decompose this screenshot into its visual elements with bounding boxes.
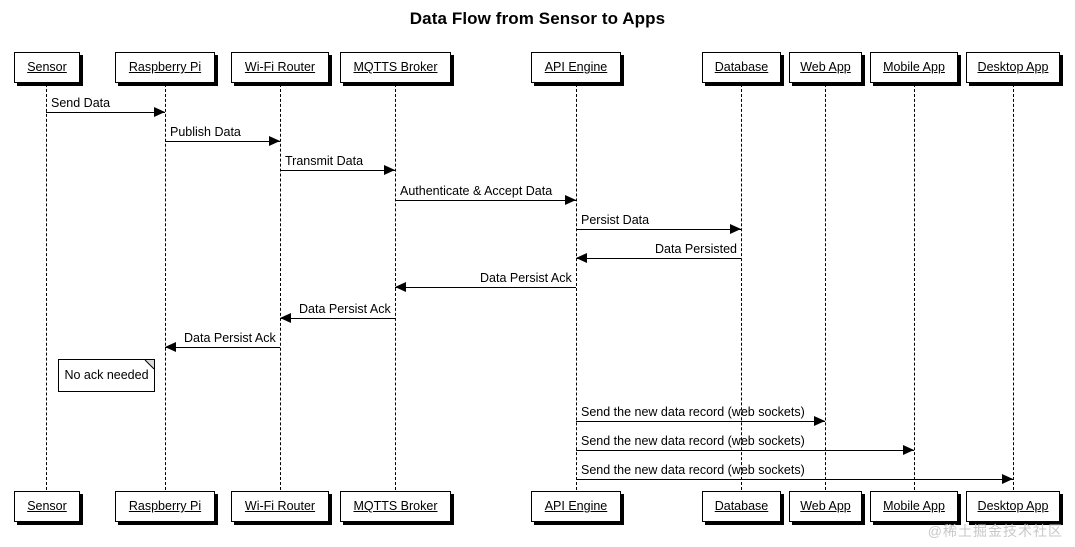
arrowhead-ack-router-pi	[165, 342, 176, 352]
message-line-persist-data	[576, 229, 741, 230]
arrowhead-ws-mobile	[903, 445, 914, 455]
participant-label: Web App	[800, 60, 851, 75]
page-title: Data Flow from Sensor to Apps	[409, 9, 666, 28]
lifeline-web-app	[825, 84, 826, 490]
message-label-ack-api-broker: Data Persist Ack	[480, 271, 572, 285]
lifeline-desktop-app	[1013, 84, 1014, 490]
message-label-publish-data: Publish Data	[170, 125, 241, 139]
arrowhead-persist-data	[730, 224, 741, 234]
participant-label: Wi-Fi Router	[244, 60, 316, 75]
participant-top-api-engine[interactable]: API Engine	[531, 52, 621, 83]
participant-label: Database	[714, 499, 769, 514]
message-line-ack-api-broker	[395, 287, 576, 288]
participant-bottom-desktop-app[interactable]: Desktop App	[966, 491, 1060, 522]
arrowhead-transmit-data	[384, 165, 395, 175]
participant-top-database[interactable]: Database	[702, 52, 781, 83]
message-label-ack-router-pi: Data Persist Ack	[184, 331, 276, 345]
participant-top-raspberry-pi[interactable]: Raspberry Pi	[115, 52, 215, 83]
message-line-data-persisted	[576, 258, 741, 259]
message-line-ack-router-pi	[165, 347, 280, 348]
message-line-send-data	[46, 112, 165, 113]
participant-label: Sensor	[27, 499, 67, 514]
participant-label: Mobile App	[883, 60, 945, 75]
watermark: @稀土掘金技术社区	[927, 523, 1063, 539]
message-label-authenticate: Authenticate & Accept Data	[400, 184, 553, 198]
participant-label: Sensor	[27, 60, 67, 75]
participant-label: Raspberry Pi	[128, 60, 202, 75]
participant-bottom-mobile-app[interactable]: Mobile App	[870, 491, 958, 522]
message-line-ws-mobile	[576, 450, 914, 451]
message-line-ws-web	[576, 421, 825, 422]
participant-label: API Engine	[544, 60, 608, 75]
arrowhead-ws-desktop	[1002, 474, 1013, 484]
message-label-persist-data: Persist Data	[581, 213, 650, 227]
participant-top-sensor[interactable]: Sensor	[14, 52, 80, 83]
message-label-ack-broker-router: Data Persist Ack	[299, 302, 391, 316]
participant-bottom-mqtts-broker[interactable]: MQTTS Broker	[340, 491, 451, 522]
lifeline-wifi-router	[280, 84, 281, 490]
arrowhead-authenticate	[565, 195, 576, 205]
participant-label: MQTTS Broker	[353, 60, 438, 75]
arrowhead-ws-web	[814, 416, 825, 426]
arrowhead-publish-data	[269, 136, 280, 146]
participant-bottom-database[interactable]: Database	[702, 491, 781, 522]
participant-bottom-sensor[interactable]: Sensor	[14, 491, 80, 522]
participant-top-mobile-app[interactable]: Mobile App	[870, 52, 958, 83]
participant-bottom-raspberry-pi[interactable]: Raspberry Pi	[115, 491, 215, 522]
note-fold-corner-icon	[145, 360, 154, 369]
arrowhead-ack-api-broker	[395, 282, 406, 292]
message-label-send-data: Send Data	[51, 96, 111, 110]
lifeline-raspberry-pi	[165, 84, 166, 490]
message-label-data-persisted: Data Persisted	[655, 242, 737, 256]
lifeline-sensor	[46, 84, 47, 490]
participant-label: Raspberry Pi	[128, 499, 202, 514]
participant-bottom-web-app[interactable]: Web App	[789, 491, 862, 522]
participant-label: API Engine	[544, 499, 608, 514]
lifeline-database	[741, 84, 742, 490]
message-label-ws-web: Send the new data record (web sockets)	[581, 405, 805, 419]
note-label: No ack needed	[64, 368, 149, 383]
participant-top-web-app[interactable]: Web App	[789, 52, 862, 83]
message-line-transmit-data	[280, 170, 395, 171]
participant-bottom-wifi-router[interactable]: Wi-Fi Router	[231, 491, 329, 522]
participant-top-desktop-app[interactable]: Desktop App	[966, 52, 1060, 83]
lifeline-api-engine	[576, 84, 577, 490]
message-label-ws-mobile: Send the new data record (web sockets)	[581, 434, 805, 448]
participant-label: MQTTS Broker	[353, 499, 438, 514]
message-line-ws-desktop	[576, 479, 1013, 480]
message-line-publish-data	[165, 141, 280, 142]
note-no-ack-needed: No ack needed	[58, 359, 155, 392]
participant-label: Desktop App	[977, 60, 1049, 75]
participant-top-wifi-router[interactable]: Wi-Fi Router	[231, 52, 329, 83]
arrowhead-send-data	[154, 107, 165, 117]
message-label-ws-desktop: Send the new data record (web sockets)	[581, 463, 805, 477]
participant-label: Desktop App	[977, 499, 1049, 514]
participant-bottom-api-engine[interactable]: API Engine	[531, 491, 621, 522]
participant-label: Database	[714, 60, 769, 75]
participant-label: Wi-Fi Router	[244, 499, 316, 514]
participant-top-mqtts-broker[interactable]: MQTTS Broker	[340, 52, 451, 83]
message-label-transmit-data: Transmit Data	[285, 154, 364, 168]
message-line-authenticate	[395, 200, 576, 201]
lifeline-mobile-app	[914, 84, 915, 490]
participant-label: Web App	[800, 499, 851, 514]
arrowhead-ack-broker-router	[280, 313, 291, 323]
participant-label: Mobile App	[883, 499, 945, 514]
message-line-ack-broker-router	[280, 318, 395, 319]
arrowhead-data-persisted	[576, 253, 587, 263]
